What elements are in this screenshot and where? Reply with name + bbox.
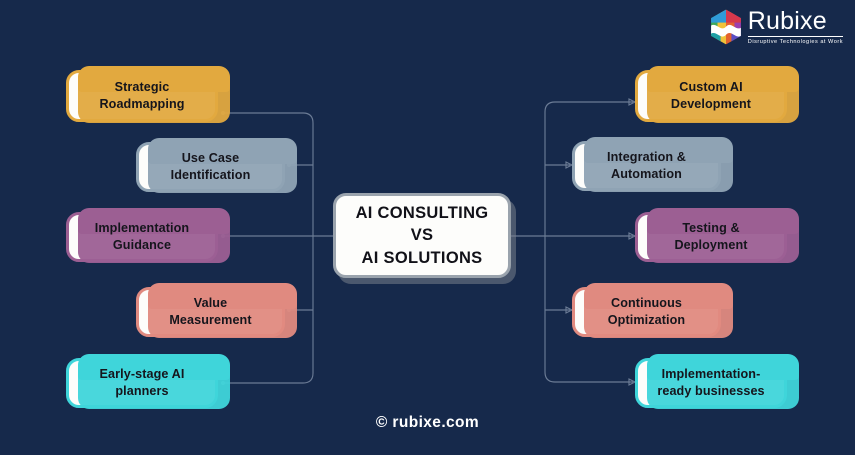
right-node-implementation-ready-businesses[interactable]: Implementation- ready businesses: [635, 354, 799, 409]
center-node-ai-consulting-vs-ai-solutions[interactable]: AI CONSULTING VS AI SOLUTIONS: [333, 193, 511, 278]
logo-underline: [747, 36, 843, 37]
footer: © rubixe.com: [0, 414, 855, 432]
logo-tagline: Disruptive Technologies at Work: [747, 39, 843, 45]
right-node-integration-automation[interactable]: Integration & Automation: [572, 137, 733, 192]
right-node-continuous-optimization[interactable]: Continuous Optimization: [572, 283, 733, 338]
right-node-2-label: Integration & Automation: [607, 150, 686, 181]
left-node-5-label: Early-stage AI planners: [99, 367, 185, 398]
footer-copyright-text: © rubixe.com: [375, 414, 480, 431]
right-node-custom-ai-development[interactable]: Custom AI Development: [635, 66, 799, 123]
right-node-3-label: Testing & Deployment: [674, 221, 748, 252]
logo-text-block: Rubixe Disruptive Technologies at Work: [747, 7, 843, 45]
logo-wordmark: Rubixe: [747, 7, 827, 35]
right-node-1-label: Custom AI Development: [670, 80, 752, 111]
center-node-title: AI CONSULTING VS AI SOLUTIONS: [355, 204, 489, 267]
left-node-early-stage-ai-planners[interactable]: Early-stage AI planners: [66, 354, 230, 409]
right-node-4-label: Continuous Optimization: [607, 296, 686, 327]
left-node-implementation-guidance[interactable]: Implementation Guidance: [66, 208, 230, 263]
left-node-2-label: Use Case Identification: [170, 151, 251, 182]
rubixe-logo: Rubixe Disruptive Technologies at Work: [709, 9, 843, 45]
right-node-testing-deployment[interactable]: Testing & Deployment: [635, 208, 799, 263]
left-node-value-measurement[interactable]: Value Measurement: [136, 283, 297, 338]
left-node-strategic-roadmapping[interactable]: Strategic Roadmapping: [66, 66, 230, 123]
right-node-5-label: Implementation- ready businesses: [657, 367, 765, 398]
left-node-1-label: Strategic Roadmapping: [99, 80, 185, 111]
left-node-use-case-identification[interactable]: Use Case Identification: [136, 138, 297, 193]
left-node-3-label: Implementation Guidance: [94, 221, 190, 252]
left-node-4-label: Value Measurement: [169, 296, 252, 327]
rubixe-hexagon-icon: [710, 9, 741, 45]
